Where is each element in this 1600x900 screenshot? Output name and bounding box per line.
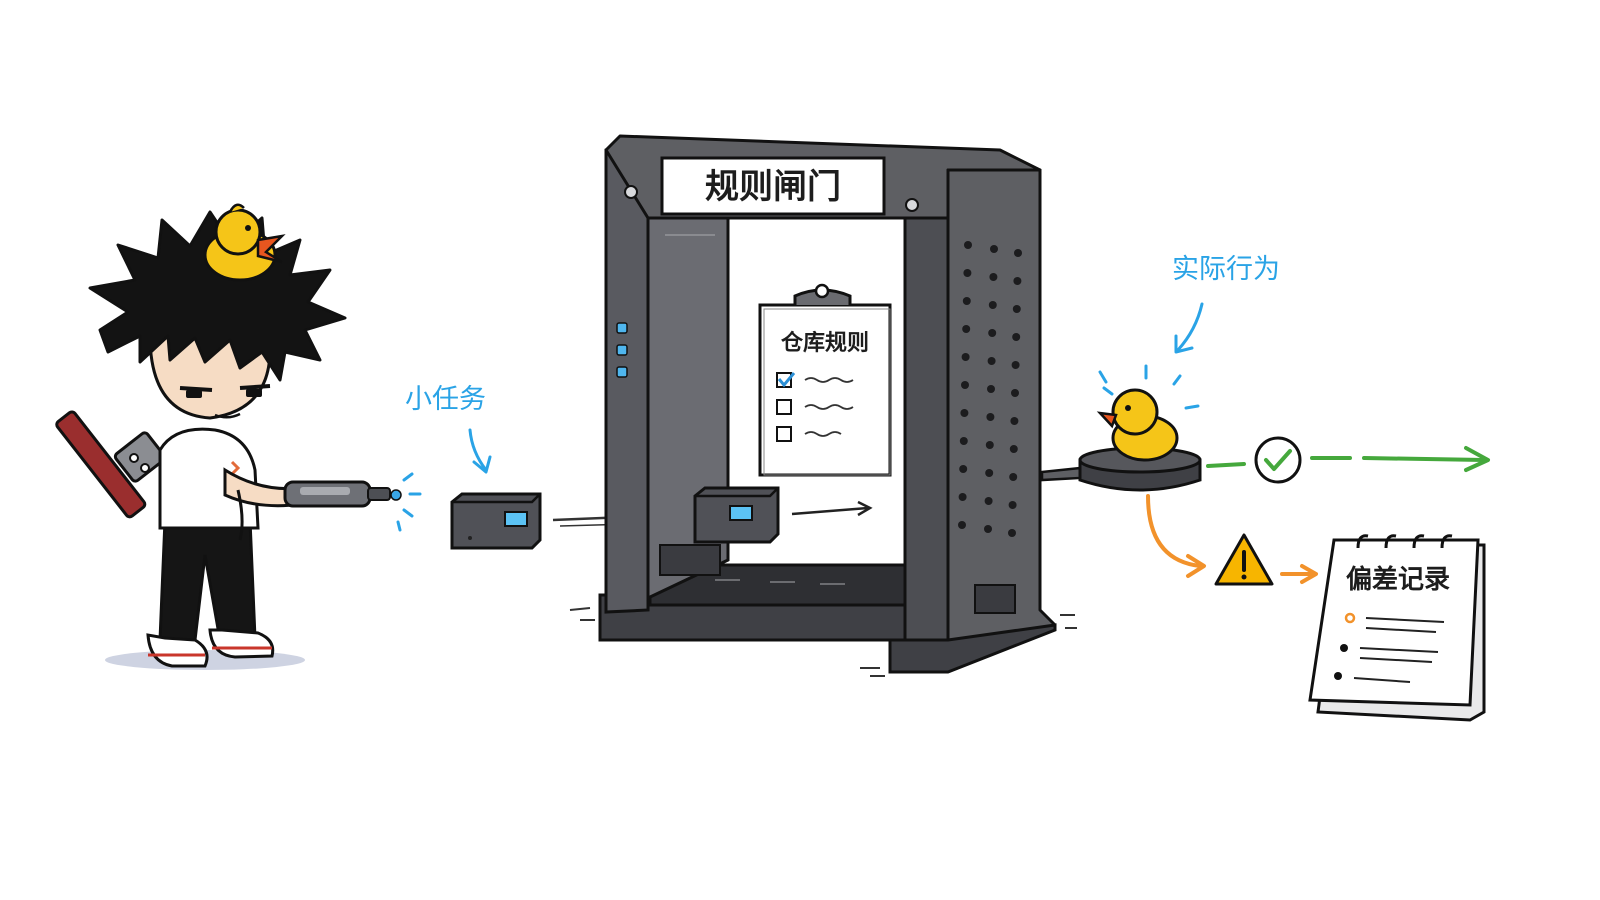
vent-hole <box>984 497 993 505</box>
spiral-binding <box>1356 534 1453 549</box>
vent-hole <box>963 269 972 277</box>
vent-hole <box>1012 333 1021 341</box>
vent-hole <box>962 297 971 305</box>
blaster-icon <box>283 472 422 532</box>
deviation-path <box>1146 494 1318 586</box>
vent-hole <box>1009 473 1018 481</box>
actual-behavior-label: 实际行为 <box>1172 254 1280 285</box>
vent-hole <box>958 493 967 501</box>
unchecked-box-icon <box>776 399 792 415</box>
sword-icon <box>55 410 167 519</box>
vent-hole <box>987 357 996 365</box>
gate-sign-text: 规则闸门 <box>705 167 841 207</box>
warning-triangle-icon <box>1214 533 1274 586</box>
vent-hole <box>964 241 972 249</box>
warehouse-rules-clipboard: 仓库规则 <box>758 283 892 477</box>
vent-hole <box>961 353 970 361</box>
vent-hole <box>1011 361 1020 369</box>
vent-hole <box>1009 445 1018 453</box>
deviation-log-notepad: 偏差记录 <box>1308 534 1486 722</box>
duck-pedestal <box>1078 446 1202 492</box>
vent-hole <box>959 437 968 445</box>
vent-hole <box>985 469 994 477</box>
clipboard-title: 仓库规则 <box>780 330 869 356</box>
actual-behavior-annotation: 实际行为 <box>1172 254 1280 354</box>
vent-hole <box>1011 389 1019 397</box>
vent-hole <box>1012 305 1021 313</box>
vent-hole <box>1010 417 1019 425</box>
engineer-character <box>55 203 422 670</box>
vent-hole <box>1008 501 1017 509</box>
vent-hole <box>1013 277 1022 285</box>
pass-path <box>1206 436 1490 484</box>
behavior-duck-icon <box>1096 364 1200 462</box>
deviation-log-title: 偏差记录 <box>1346 564 1450 595</box>
vent-hole <box>987 385 995 393</box>
unchecked-box-icon <box>776 426 792 442</box>
rule-gate: 规则闸门 <box>569 134 1077 677</box>
vent-hole <box>1008 529 1016 537</box>
vent-hole <box>988 329 997 337</box>
vent-hole <box>962 325 971 333</box>
vent-hole <box>959 465 968 473</box>
vent-hole <box>989 273 998 281</box>
small-task-annotation: 小任务 <box>405 384 492 474</box>
vent-hole <box>990 245 998 253</box>
check-circle-icon <box>1254 436 1302 484</box>
task-box-in-gate-icon <box>693 486 780 544</box>
vent-hole <box>961 381 969 389</box>
vent-hole <box>984 525 992 533</box>
vent-hole <box>985 441 994 449</box>
vent-hole <box>988 301 997 309</box>
vent-hole <box>1014 249 1022 257</box>
vent-hole <box>960 409 969 417</box>
task-box-icon <box>450 492 542 550</box>
gate-sign <box>660 156 886 216</box>
duck-on-head-icon <box>203 203 286 282</box>
gate-vent-holes <box>958 241 1022 537</box>
small-task-label: 小任务 <box>405 384 486 415</box>
vent-hole <box>958 521 966 529</box>
vent-hole <box>986 413 995 421</box>
